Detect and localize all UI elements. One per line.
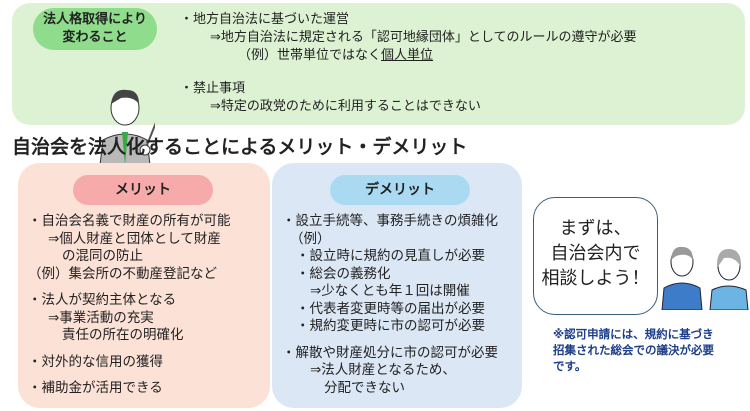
bubble-line: 相談しよう！ [541, 268, 650, 289]
section-title: 自治会を法人化することによるメリット・デメリット [12, 136, 468, 158]
merit-item: （例）集会所の不動産登記など [28, 265, 217, 282]
demerit-item: 分配できない [324, 379, 405, 396]
bullet-line: ⇒地方自治法に規定される「認可地縁団体」としてのルールの遵守が必要 [210, 30, 637, 45]
merit-item: の混同の防止 [62, 248, 143, 264]
note-line: ※認可申請には、規約に基づき [553, 327, 714, 341]
note-line: です。 [553, 359, 587, 373]
merit-item: ⇒事業活動の充実 [48, 309, 154, 326]
merit-panel: メリット ・自治会名義で財産の所有が可能 ⇒個人財産と団体として財産 の混同の防… [18, 163, 270, 408]
demerit-item: ・設立時に規約の見直しが必要 [296, 248, 485, 264]
demerit-panel: デメリット ・設立手続等、事務手続きの煩雑化 （例） ・設立時に規約の見直しが必… [272, 163, 522, 408]
merit-item: 責任の所在の明確化 [62, 327, 184, 343]
demerit-item: ・設立手続等、事務手続きの煩雑化 [282, 213, 498, 229]
demerit-item: （例） [290, 230, 331, 247]
speech-bubble: まずは、 自治会内で 相談しよう！ [533, 197, 658, 315]
residents-illustration [661, 246, 749, 310]
demerit-item: ・総会の義務化 [296, 265, 391, 282]
demerit-heading: デメリット [330, 175, 470, 205]
demerit-item: ・解散や財産処分に市の認可が必要 [282, 344, 498, 361]
bubble-line: 自治会内で [550, 243, 641, 264]
merit-heading: メリット [73, 175, 213, 205]
bullet-line: ・地方自治法に基づいた運営 [180, 12, 350, 27]
emphasis-text: 個人単位 [381, 48, 434, 63]
pill-line: 変わること [62, 30, 128, 45]
bullet-line: ⇒特定の政党のために利用することはできない [210, 99, 481, 114]
note-line: 招集された総会での議決が必要 [553, 343, 714, 357]
bullet-line: ・禁止事項 [180, 81, 246, 96]
example-text: （例）世帯単位ではなく [238, 48, 382, 63]
merit-item: ・対外的な信用の獲得 [28, 353, 163, 370]
merit-item: ・法人が契約主体となる [28, 292, 177, 308]
merit-item: ・自治会名義で財産の所有が可能 [28, 213, 231, 229]
legal-changes-label: 法人格取得により変わること [33, 8, 157, 50]
pill-line: 法人格取得により [43, 12, 147, 27]
demerit-item: ・規約変更時に市の認可が必要 [296, 318, 485, 334]
demerit-item: ⇒少なくとも年１回は開催 [310, 283, 470, 299]
demerit-item: ⇒法人財産となるため、 [310, 362, 456, 378]
bubble-line: まずは、 [559, 218, 632, 239]
merit-item: ⇒個人財産と団体として財産 [48, 230, 221, 247]
demerit-item: ・代表者変更時等の届出が必要 [296, 300, 485, 317]
merit-item: ・補助金が活用できる [28, 380, 163, 396]
teacher-illustration [99, 89, 155, 165]
approval-note: ※認可申請には、規約に基づき 招集された総会での議決が必要 です。 [553, 326, 714, 374]
